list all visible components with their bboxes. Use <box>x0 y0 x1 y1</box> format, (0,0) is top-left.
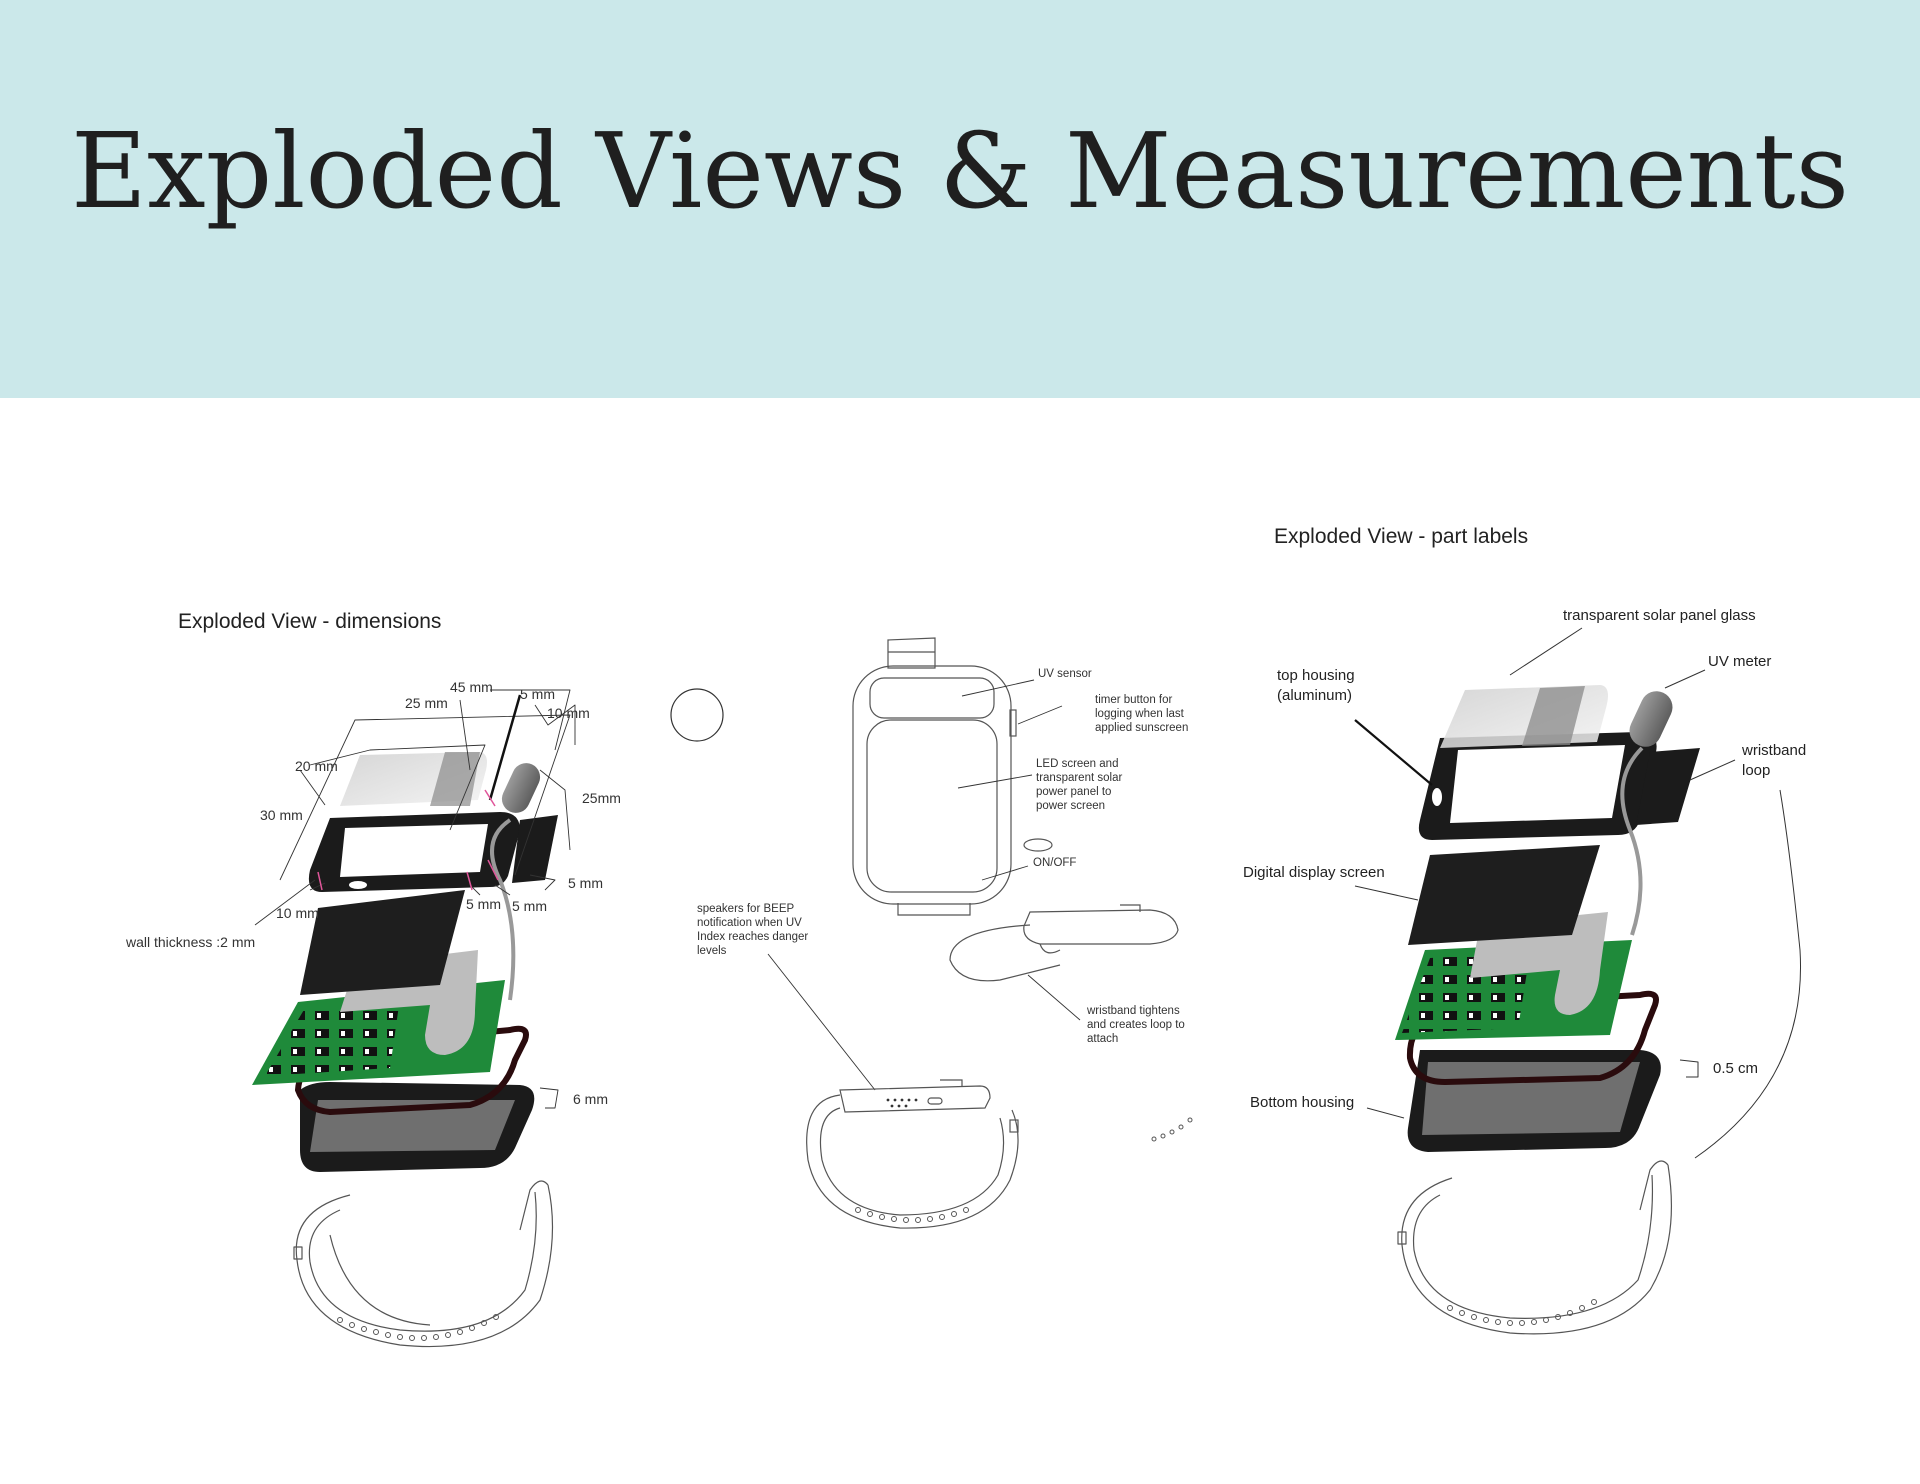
left-exploded-watch: 45 mm 5 mm 25 mm 10 mm 20 mm 30 mm 25mm … <box>125 679 621 1348</box>
header-banner <box>0 0 1920 398</box>
left-wristband <box>293 1180 554 1348</box>
left-uv-meter <box>501 763 541 813</box>
round-face-sketch <box>670 688 724 742</box>
wristband-label-3: attach <box>1087 1033 1118 1045</box>
left-top-housing-window <box>340 824 488 877</box>
dim-5mm-bottom-b: 5 mm <box>512 898 547 914</box>
speakers-label-4: levels <box>697 945 727 957</box>
left-display-panel <box>300 890 465 995</box>
dim-30mm: 30 mm <box>260 807 303 823</box>
uv-sensor-label: UV sensor <box>1038 668 1092 680</box>
dim-5mm-top: 5 mm <box>520 686 555 702</box>
top-housing-label-2: (aluminum) <box>1277 687 1352 704</box>
dim-5mm-bottom-a: 5 mm <box>466 896 501 912</box>
loop-label-1: wristband <box>1741 742 1806 759</box>
wristband-label-1: wristband tightens <box>1086 1005 1180 1017</box>
loop-label-2: loop <box>1742 762 1770 779</box>
right-display-panel <box>1408 845 1600 945</box>
left-dimension-lines <box>254 689 576 1109</box>
left-wristband-holes <box>337 1314 499 1341</box>
right-glass-stripe <box>1522 686 1585 746</box>
wall-thickness-label: wall thickness :2 mm <box>125 934 255 950</box>
dim-6mm: 6 mm <box>573 1091 608 1107</box>
side-watch-outline <box>949 904 1179 982</box>
band-watch-outline <box>806 1079 1019 1229</box>
dim-10mm-top: 10 mm <box>547 705 590 721</box>
middle-leader-lines <box>767 679 1081 1091</box>
display-label: Digital display screen <box>1243 864 1385 881</box>
timer-label-3: applied sunscreen <box>1095 722 1188 734</box>
led-label-3: power panel to <box>1036 786 1111 798</box>
onoff-label: ON/OFF <box>1033 857 1076 869</box>
dim-25mm-side: 25mm <box>582 790 621 806</box>
left-section-title: Exploded View - dimensions <box>178 610 441 633</box>
left-wristband-clip <box>512 815 558 883</box>
top-housing-label-1: top housing <box>1277 667 1355 684</box>
cm-label: 0.5 cm <box>1713 1060 1758 1077</box>
dim-25mm: 25 mm <box>405 695 448 711</box>
speakers-label-2: notification when UV <box>697 917 802 929</box>
timer-label-1: timer button for <box>1095 694 1173 706</box>
front-watch-outline <box>852 637 1053 916</box>
right-section-title: Exploded View - part labels <box>1274 525 1528 548</box>
right-wristband-clip <box>1636 748 1700 825</box>
right-wristband-holes <box>1447 1299 1597 1326</box>
led-label-4: power screen <box>1036 800 1105 812</box>
uv-meter-label: UV meter <box>1708 653 1771 670</box>
led-label-2: transparent solar <box>1036 772 1122 784</box>
left-glass-stripe <box>430 752 480 806</box>
middle-watch-views: UV sensor timer button for logging when … <box>670 637 1193 1229</box>
right-wristband <box>1397 1160 1672 1335</box>
right-exploded-watch: transparent solar panel glass top housin… <box>1243 607 1806 1335</box>
led-label-1: LED screen and <box>1036 758 1118 770</box>
bottom-housing-label: Bottom housing <box>1250 1094 1354 1111</box>
dim-20mm: 20 mm <box>295 758 338 774</box>
speakers-label-3: Index reaches danger <box>697 931 808 943</box>
dim-5mm-side: 5 mm <box>568 875 603 891</box>
left-pcb-chips <box>265 998 400 1076</box>
left-pink-markers <box>317 789 499 891</box>
left-housing-button <box>349 881 367 889</box>
right-uv-meter <box>1629 691 1673 747</box>
right-uv-cable <box>1620 746 1644 936</box>
dim-10mm-bottom: 10 mm <box>276 905 319 921</box>
left-uv-cable <box>490 818 516 1001</box>
speakers-label-1: speakers for BEEP <box>697 903 794 915</box>
right-top-housing-window <box>1450 745 1625 823</box>
band-holes <box>855 1207 969 1223</box>
band-speaker-dots <box>886 1098 918 1108</box>
right-housing-button <box>1432 788 1442 806</box>
page-title: Exploded Views & Measurements <box>71 110 1849 232</box>
wristband-label-2: and creates loop to <box>1087 1019 1185 1031</box>
right-leader-lines <box>1354 627 1802 1159</box>
timer-label-2: logging when last <box>1095 708 1185 720</box>
dim-45mm: 45 mm <box>450 679 493 695</box>
glass-label: transparent solar panel glass <box>1563 607 1756 624</box>
scattered-dots <box>1151 1117 1193 1142</box>
